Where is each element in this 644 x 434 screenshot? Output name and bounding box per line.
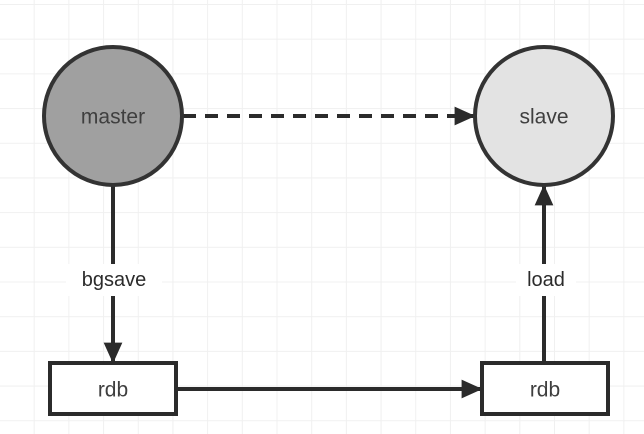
node-slave[interactable]: slave bbox=[473, 45, 615, 187]
edge-label-bgsave-group: bgsave bbox=[66, 264, 162, 296]
node-rdb-right-shape bbox=[480, 361, 610, 416]
edge-label-load-backdrop bbox=[516, 264, 576, 296]
edge-label-load-group: load bbox=[516, 264, 576, 296]
node-slave-label: slave bbox=[519, 106, 568, 129]
node-slave-shape bbox=[473, 45, 615, 187]
node-rdb-left-label: rdb bbox=[98, 379, 128, 402]
node-rdb-right[interactable]: rdb bbox=[480, 361, 610, 416]
node-master-shape bbox=[42, 45, 184, 187]
node-rdb-right-label: rdb bbox=[530, 379, 560, 402]
node-master[interactable]: master bbox=[42, 45, 184, 187]
edge-label-bgsave: bgsave bbox=[82, 269, 147, 291]
edge-label-bgsave-backdrop bbox=[66, 264, 162, 296]
edge-label-load: load bbox=[527, 269, 565, 291]
node-rdb-left[interactable]: rdb bbox=[48, 361, 178, 416]
node-rdb-left-shape bbox=[48, 361, 178, 416]
node-master-label: master bbox=[81, 106, 145, 129]
